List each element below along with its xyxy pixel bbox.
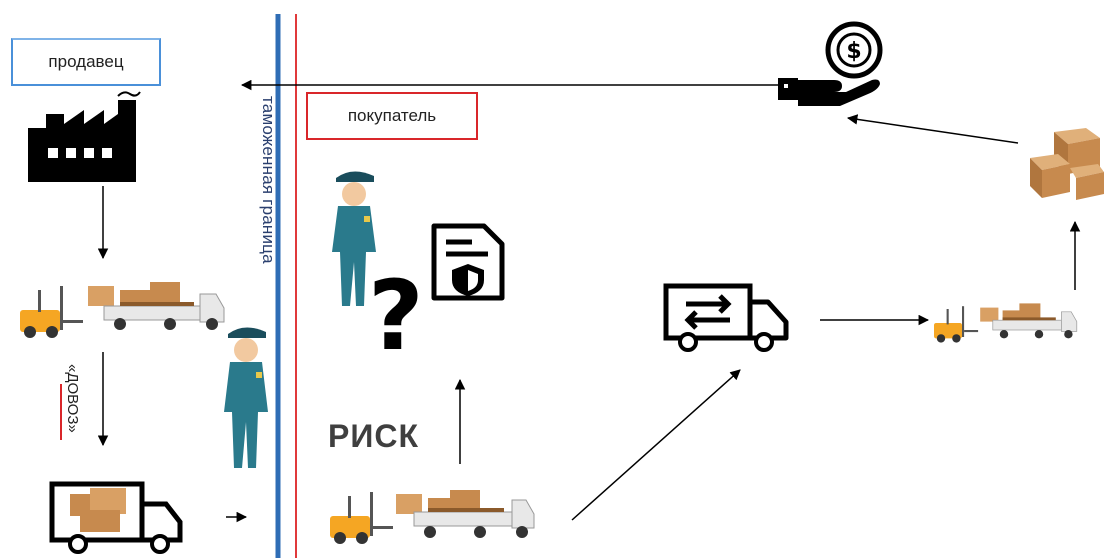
- forklift-truck-icon-right: [934, 303, 1078, 343]
- risk-label: РИСК: [328, 418, 419, 454]
- boxes-icon: [1030, 128, 1104, 200]
- customs-officer-icon-center: [332, 171, 376, 306]
- boxes-to-payment-arrow: [846, 114, 1019, 144]
- factory-icon: [28, 91, 141, 182]
- svg-text:$: $: [846, 39, 861, 64]
- customs-border-label: таможенная граница: [259, 96, 278, 264]
- forklift-truck-icon-left: [20, 282, 225, 338]
- buyer-label-box: покупатель: [306, 92, 478, 140]
- exchange-truck-icon: [663, 283, 789, 352]
- buyer-label: покупатель: [347, 106, 437, 125]
- question-icon: ?: [368, 260, 424, 372]
- forklift-truck-icon-center: [330, 490, 535, 544]
- seller-label-box: продавец: [11, 38, 161, 86]
- seller-label: продавец: [48, 52, 124, 71]
- cargo-truck-icon: [49, 481, 183, 554]
- insurance-document-icon: [431, 223, 505, 301]
- customs-officer-icon-left: [224, 327, 268, 468]
- payment-hand-icon: $: [778, 21, 883, 106]
- delivery-underline: [60, 384, 62, 440]
- diagonal-arrow: [571, 369, 741, 521]
- delivery-label: «ДОВОЗ»: [64, 364, 81, 433]
